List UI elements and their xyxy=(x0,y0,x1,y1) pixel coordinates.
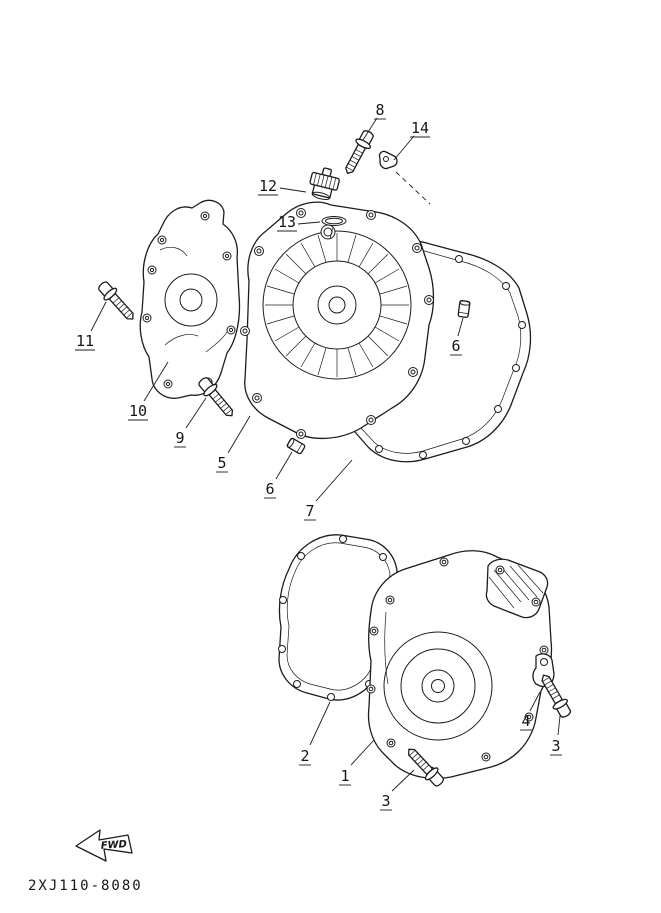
callout-11: 11 xyxy=(76,332,94,350)
part-middle-cover xyxy=(240,201,435,440)
part-bolt-3-right xyxy=(535,670,575,721)
callout-1: 1 xyxy=(340,767,349,785)
fwd-label: FWD xyxy=(100,839,127,852)
diagram-part-code: 2XJ110-8080 xyxy=(28,878,143,894)
callout-7: 7 xyxy=(305,502,314,520)
callout-3-bottom: 3 xyxy=(381,792,390,810)
callout-5: 5 xyxy=(217,454,226,472)
callout-13: 13 xyxy=(278,213,296,231)
part-dowel-6-lower xyxy=(285,437,307,455)
callout-12: 12 xyxy=(259,177,277,195)
callout-labels: 8 14 12 13 11 10 9 5 6 7 6 2 1 3 4 3 xyxy=(75,101,562,811)
callout-3-right: 3 xyxy=(551,737,560,755)
leader-lines xyxy=(90,117,561,792)
callout-4: 4 xyxy=(521,712,530,730)
vent-slats xyxy=(488,564,544,609)
callout-9: 9 xyxy=(175,429,184,447)
part-oil-cap-12 xyxy=(309,167,340,201)
callout-6-lower: 6 xyxy=(265,480,274,498)
part-right-cover xyxy=(366,550,553,780)
callout-2: 2 xyxy=(300,747,309,765)
part-bolt-8 xyxy=(339,127,378,178)
part-clamp-14 xyxy=(378,150,398,170)
callout-8: 8 xyxy=(375,101,384,119)
part-left-cover xyxy=(139,199,241,399)
part-bolt-11 xyxy=(94,278,140,326)
cooling-fins xyxy=(265,233,409,377)
fwd-arrow: FWD xyxy=(75,829,133,862)
callout-6-right: 6 xyxy=(451,337,460,355)
callout-10: 10 xyxy=(129,402,147,420)
part-dowel-6-right xyxy=(457,299,471,319)
assembly-dash-line xyxy=(395,171,431,205)
callout-14: 14 xyxy=(411,119,429,137)
part-oring-13 xyxy=(321,216,347,240)
